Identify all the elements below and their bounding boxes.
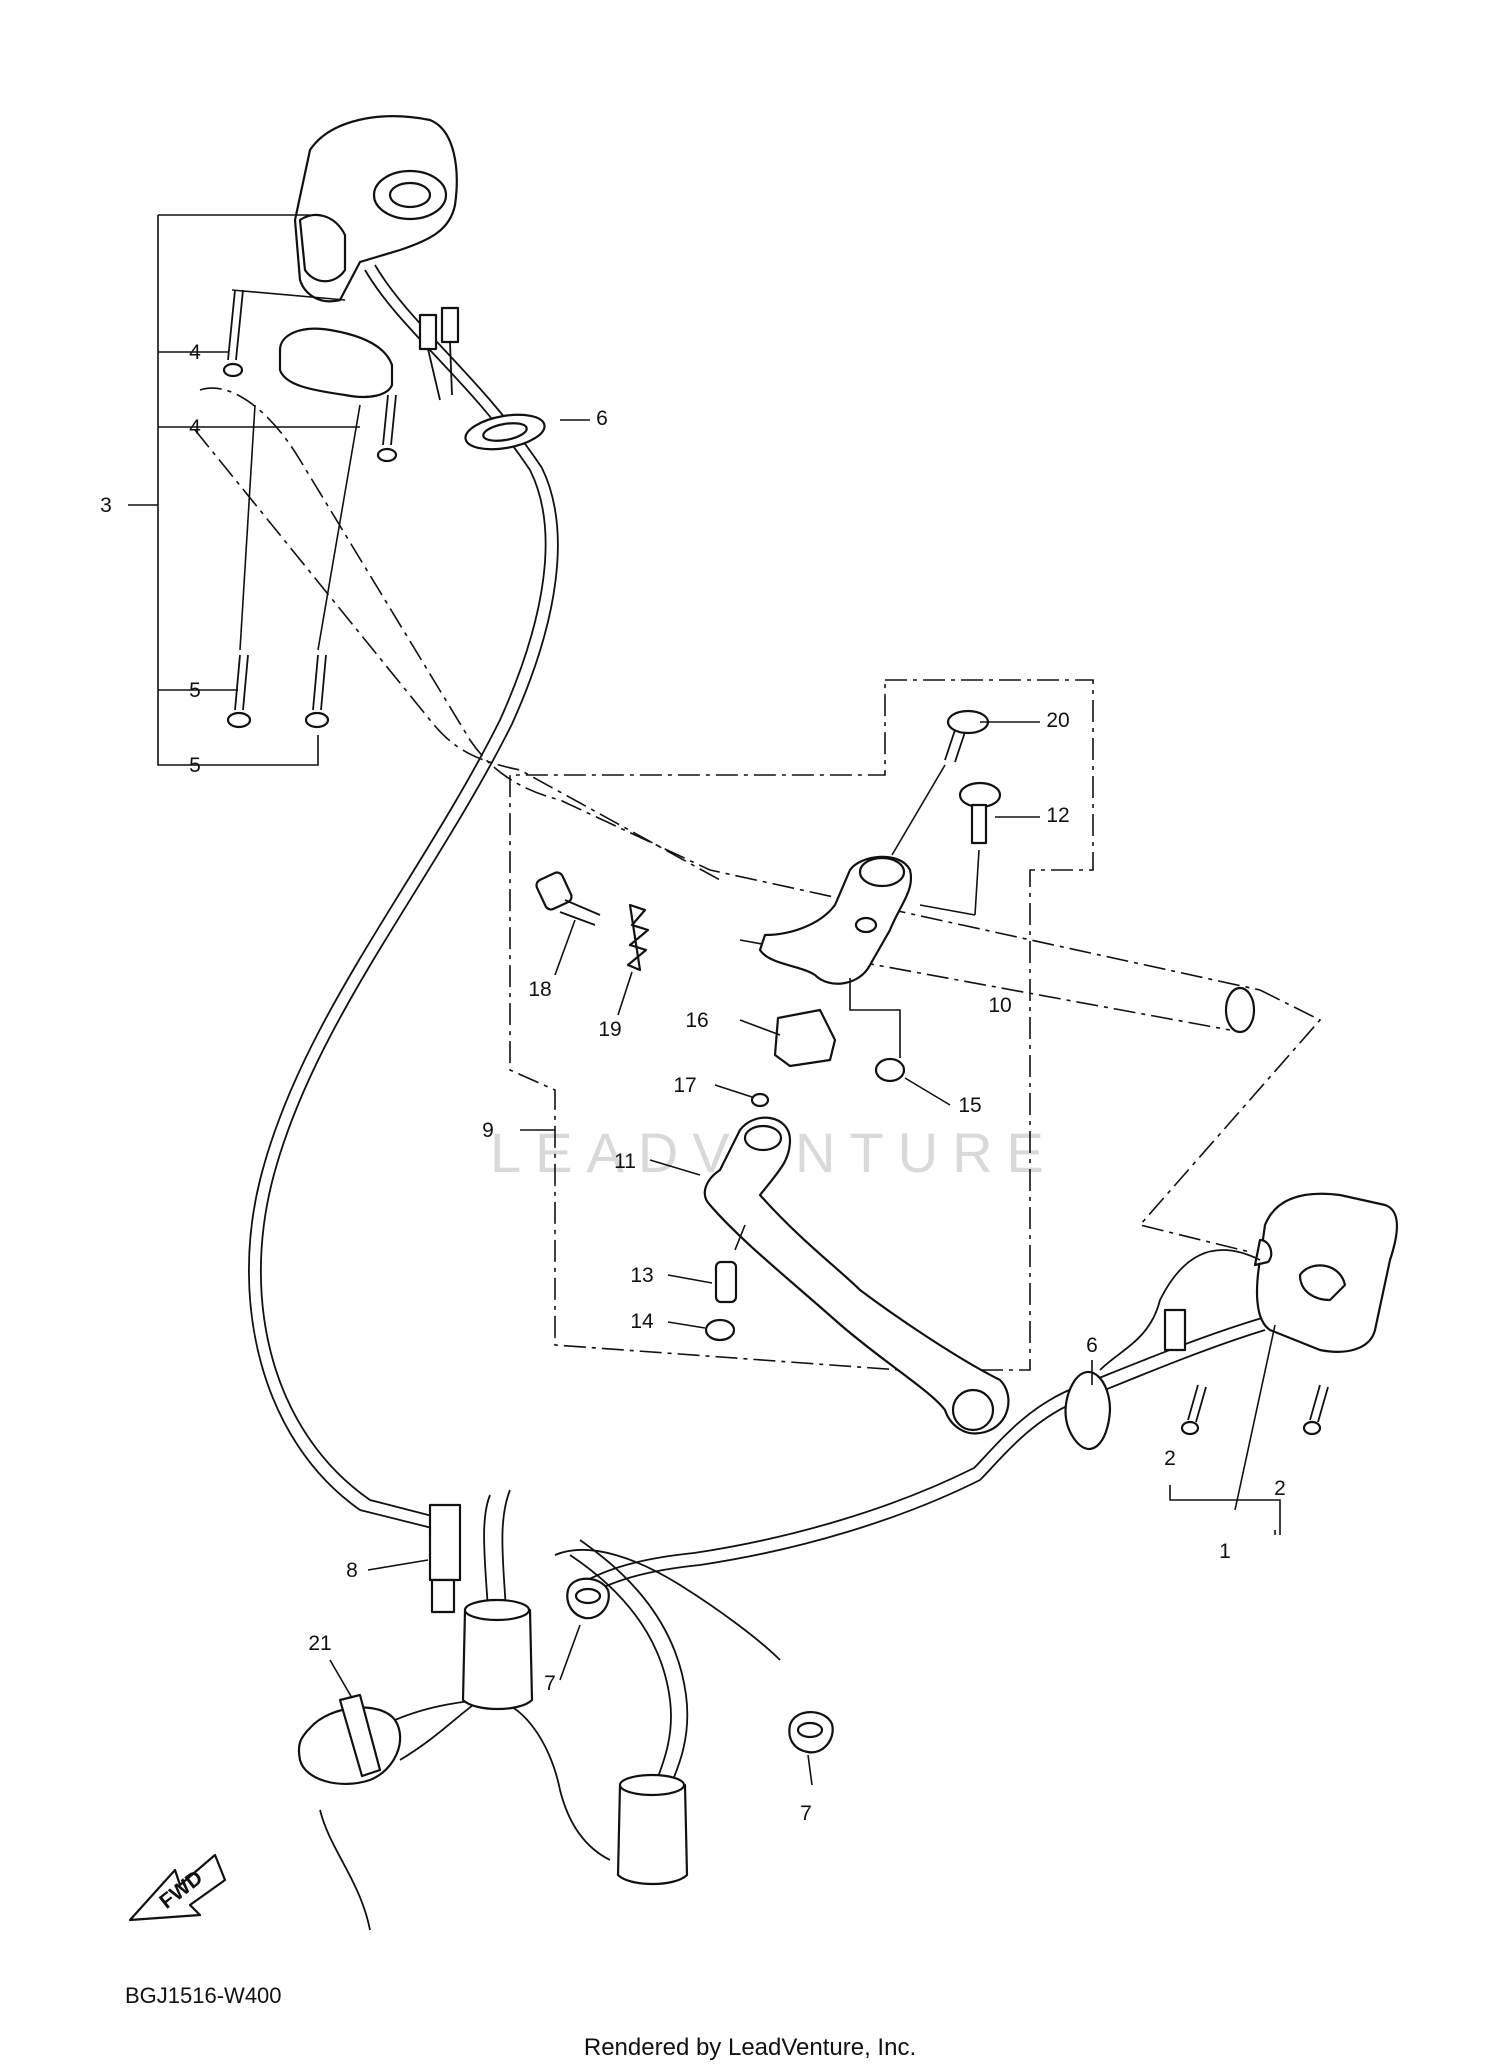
main-harness [319, 1489, 781, 1931]
callout-labels: 1 2 2 3 4 4 5 5 6 6 7 7 8 9 10 11 12 13 … [100, 341, 1286, 1825]
switch-16 [739, 1008, 837, 1068]
callout-17: 17 [673, 1074, 696, 1097]
callout-11: 11 [614, 1150, 636, 1173]
callout-15: 15 [958, 1094, 981, 1117]
callout-2a: 2 [1164, 1447, 1176, 1470]
callout-5b: 5 [189, 754, 201, 777]
diagram-code: BGJ1516-W400 [125, 1983, 282, 2008]
callout-10: 10 [988, 994, 1011, 1017]
clamp-7a [559, 1577, 610, 1681]
right-group-leaders [1169, 1324, 1281, 1535]
connector-boot-a [461, 1598, 534, 1710]
callout-6b: 6 [1086, 1334, 1098, 1357]
pivot-bolt-12 [919, 781, 1002, 916]
callout-13: 13 [630, 1264, 653, 1287]
left-group-leaders [128, 214, 361, 766]
callout-4a: 4 [189, 341, 201, 364]
callout-2b: 2 [1274, 1477, 1286, 1500]
left-switch-harness [248, 264, 559, 1531]
callout-14: 14 [630, 1310, 654, 1333]
callout-8: 8 [346, 1559, 358, 1582]
callout-12: 12 [1046, 804, 1069, 827]
band-21 [297, 1659, 402, 1785]
callout-20: 20 [1046, 709, 1069, 732]
screw-4b [376, 394, 398, 463]
collar-13 [667, 1224, 746, 1304]
right-switch-harness [573, 1249, 1266, 1601]
callout-16: 16 [685, 1009, 708, 1032]
cable-tie-6b [1064, 1370, 1112, 1451]
callout-9: 9 [482, 1119, 494, 1142]
adjuster-18 [535, 871, 601, 976]
screw-4a [222, 289, 244, 378]
render-credit: Rendered by LeadVenture, Inc. [584, 2034, 916, 2061]
fwd-arrow-icon: FWD [128, 1853, 227, 1922]
clutch-lever-11 [649, 1116, 1010, 1435]
callout-7b: 7 [800, 1802, 812, 1825]
callout-18: 18 [528, 978, 551, 1001]
connector-8 [367, 1503, 462, 1614]
ring-14 [667, 1318, 736, 1342]
connector-boot-b [616, 1773, 689, 1885]
screw-5a [226, 654, 252, 729]
screw-5b [304, 654, 330, 729]
nut-15 [849, 978, 951, 1106]
callout-1: 1 [1219, 1540, 1231, 1563]
lever-assembly-boundary [509, 679, 1094, 1371]
screw-2b [1302, 1384, 1329, 1436]
screw-17 [714, 1084, 770, 1108]
clamp-7b [788, 1711, 834, 1786]
callout-leaders [560, 419, 1093, 1385]
switch-lower-cover [278, 327, 394, 399]
callout-7a: 7 [544, 1672, 556, 1695]
screw-2a [1180, 1384, 1207, 1436]
callout-5a: 5 [189, 679, 201, 702]
callout-19: 19 [598, 1018, 621, 1041]
right-handlebar-switch [1253, 1192, 1399, 1353]
lever-holder-10 [758, 855, 913, 985]
left-handlebar-switch [293, 115, 458, 303]
bar-end [1224, 986, 1256, 1034]
spring-19 [617, 903, 650, 1016]
callout-4b: 4 [189, 416, 201, 439]
callout-6a: 6 [596, 407, 608, 430]
callout-21: 21 [308, 1632, 331, 1655]
cable-tie-6a [464, 413, 546, 451]
callout-3: 3 [100, 494, 112, 517]
